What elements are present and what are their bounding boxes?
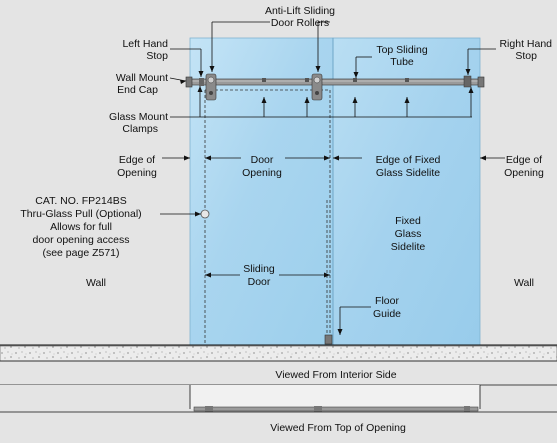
right-stop-label-1: Right Hand <box>499 38 552 50</box>
door-opening-label-1: Door <box>251 154 274 166</box>
wall-right-label: Wall <box>514 277 534 289</box>
pull-label-4: door opening access <box>33 234 130 246</box>
top-view-opening <box>190 385 480 409</box>
rollers-label-1: Anti-Lift Sliding <box>265 5 335 17</box>
floor-guide-label-2: Guide <box>373 308 401 320</box>
top-sliding-tube <box>189 78 481 86</box>
top-view-roller <box>314 406 322 412</box>
top-view-roller <box>205 406 213 412</box>
thru-glass-pull <box>200 209 210 219</box>
edge-fixed-label-1: Edge of Fixed <box>376 154 441 166</box>
end-cap-label-1: Wall Mount <box>116 72 168 84</box>
wall-left-label: Wall <box>86 277 106 289</box>
glass-mount-clamp <box>353 78 357 82</box>
left-stop-label-2: Stop <box>146 50 168 62</box>
left-hand-stop <box>199 78 204 86</box>
fixed-sidelite-label-2: Glass <box>395 228 422 240</box>
floor-guide <box>324 334 333 345</box>
wall-mount-end-cap-left <box>185 76 193 88</box>
top-view-tube <box>193 406 479 412</box>
edge-left-label-1: Edge of <box>119 154 155 166</box>
clamps-label-2: Clamps <box>122 123 158 135</box>
top-tube-label-1: Top Sliding <box>376 44 428 56</box>
door-opening-label-2: Opening <box>242 167 282 179</box>
edge-right-label-2: Opening <box>504 167 544 179</box>
top-tube-label-2: Tube <box>390 56 414 68</box>
edge-left-label-2: Opening <box>117 167 157 179</box>
left-stop-label-1: Left Hand <box>122 38 168 50</box>
sliding-door-label-2: Door <box>248 276 271 288</box>
glass-mount-clamp <box>405 78 409 82</box>
pull-label-5: (see page Z571) <box>42 247 119 259</box>
rollers-label-2: Door Rollers <box>271 17 329 29</box>
pull-label-1: CAT. NO. FP214BS <box>35 195 126 207</box>
wall-mount-end-cap-right <box>477 76 485 88</box>
right-roller <box>311 73 323 101</box>
floor-slab <box>0 345 557 362</box>
fixed-sidelite-glass <box>332 37 481 346</box>
pull-label-2: Thru-Glass Pull (Optional) <box>20 208 141 220</box>
left-roller <box>205 73 217 101</box>
glass-mount-clamp <box>305 78 309 82</box>
interior-view-caption: Viewed From Interior Side <box>275 369 396 381</box>
clamps-label-1: Glass Mount <box>109 111 168 123</box>
top-view-wall-left <box>0 385 190 409</box>
edge-right-label-1: Edge of <box>506 154 542 166</box>
right-hand-stop <box>463 75 472 88</box>
right-stop-label-2: Stop <box>515 50 537 62</box>
leader-lines <box>160 21 505 335</box>
end-cap-label-2: End Cap <box>117 84 158 96</box>
pull-label-3: Allows for full <box>50 221 112 233</box>
floor-guide-label-1: Floor <box>375 295 399 307</box>
fixed-sidelite-label-3: Sidelite <box>391 241 426 253</box>
glass-mount-clamp <box>262 78 266 82</box>
top-view-stop <box>464 406 470 412</box>
arrow-heads <box>180 66 486 335</box>
sliding-door-label-1: Sliding <box>243 263 275 275</box>
fixed-sidelite-label-1: Fixed <box>395 215 421 227</box>
top-view-caption: Viewed From Top of Opening <box>270 422 406 434</box>
edge-fixed-label-2: Glass Sidelite <box>376 167 440 179</box>
